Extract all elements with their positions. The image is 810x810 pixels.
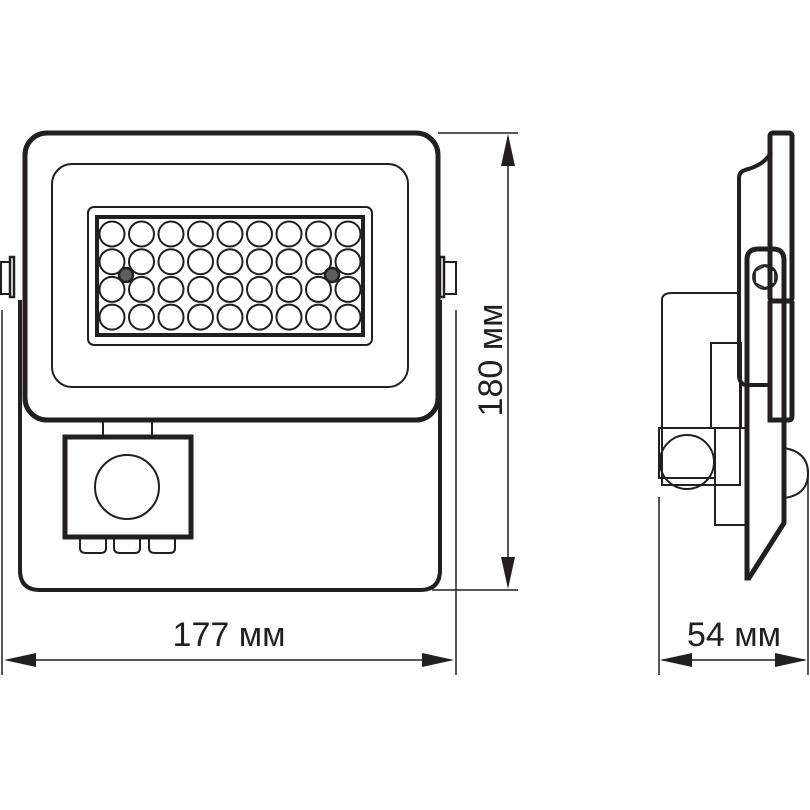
side-view	[658, 130, 810, 581]
led	[157, 275, 185, 303]
led	[98, 303, 126, 331]
bracket-block	[710, 342, 742, 429]
led-array	[98, 220, 362, 331]
led	[246, 303, 273, 331]
led	[305, 220, 332, 248]
housing-side-back	[767, 301, 795, 423]
led	[246, 275, 273, 303]
motion-sensor-box	[62, 434, 194, 540]
sensor-mount	[714, 427, 749, 526]
lower-body	[18, 300, 442, 592]
screw-icon	[117, 266, 135, 284]
led	[275, 220, 303, 248]
led-frame-outer	[87, 206, 373, 346]
housing-outer	[22, 130, 441, 423]
right-bolt-icon	[438, 255, 457, 299]
led	[128, 220, 155, 248]
depth-label: 54 мм	[687, 616, 781, 654]
left-bolt-icon	[0, 255, 16, 299]
led	[157, 220, 185, 248]
led	[216, 303, 244, 331]
led	[187, 220, 214, 248]
led	[128, 248, 155, 276]
led	[334, 275, 362, 303]
height-dimension: 180 мм	[432, 132, 518, 591]
led	[128, 303, 155, 331]
led	[305, 303, 332, 331]
cable-glands	[79, 539, 176, 554]
led	[246, 248, 273, 276]
led	[305, 275, 332, 303]
screw-icon	[323, 266, 341, 284]
led-frame-inner	[95, 215, 365, 337]
led	[157, 248, 185, 276]
height-label: 180 мм	[472, 304, 510, 417]
housing-inner-panel	[51, 163, 409, 388]
housing-side-plate	[767, 130, 795, 304]
led	[187, 303, 214, 331]
led	[334, 220, 362, 248]
led	[128, 275, 155, 303]
bracket-arm	[661, 292, 741, 486]
mounting-bracket-side	[744, 246, 787, 581]
led	[187, 248, 214, 276]
led	[98, 248, 126, 276]
led	[98, 275, 126, 303]
led	[275, 248, 303, 276]
motion-sensor-lens	[94, 454, 160, 520]
rear-sensor-dome	[783, 447, 810, 499]
led	[187, 275, 214, 303]
sensor-neck	[658, 427, 716, 479]
led	[334, 303, 362, 331]
housing-side-front	[737, 151, 773, 387]
led	[216, 248, 244, 276]
led	[246, 220, 273, 248]
sensor-ball	[659, 434, 715, 490]
led	[98, 220, 126, 248]
led	[305, 248, 332, 276]
front-view	[0, 130, 457, 675]
led	[157, 303, 185, 331]
depth-dimension: 54 мм	[658, 470, 809, 675]
width-label: 177 мм	[173, 616, 286, 654]
led	[275, 275, 303, 303]
width-dimension: 177 мм	[4, 616, 454, 667]
led	[334, 248, 362, 276]
bolt-washer	[752, 264, 778, 290]
led	[216, 275, 244, 303]
led	[216, 220, 244, 248]
sensor-stem	[102, 419, 153, 438]
led	[275, 303, 303, 331]
